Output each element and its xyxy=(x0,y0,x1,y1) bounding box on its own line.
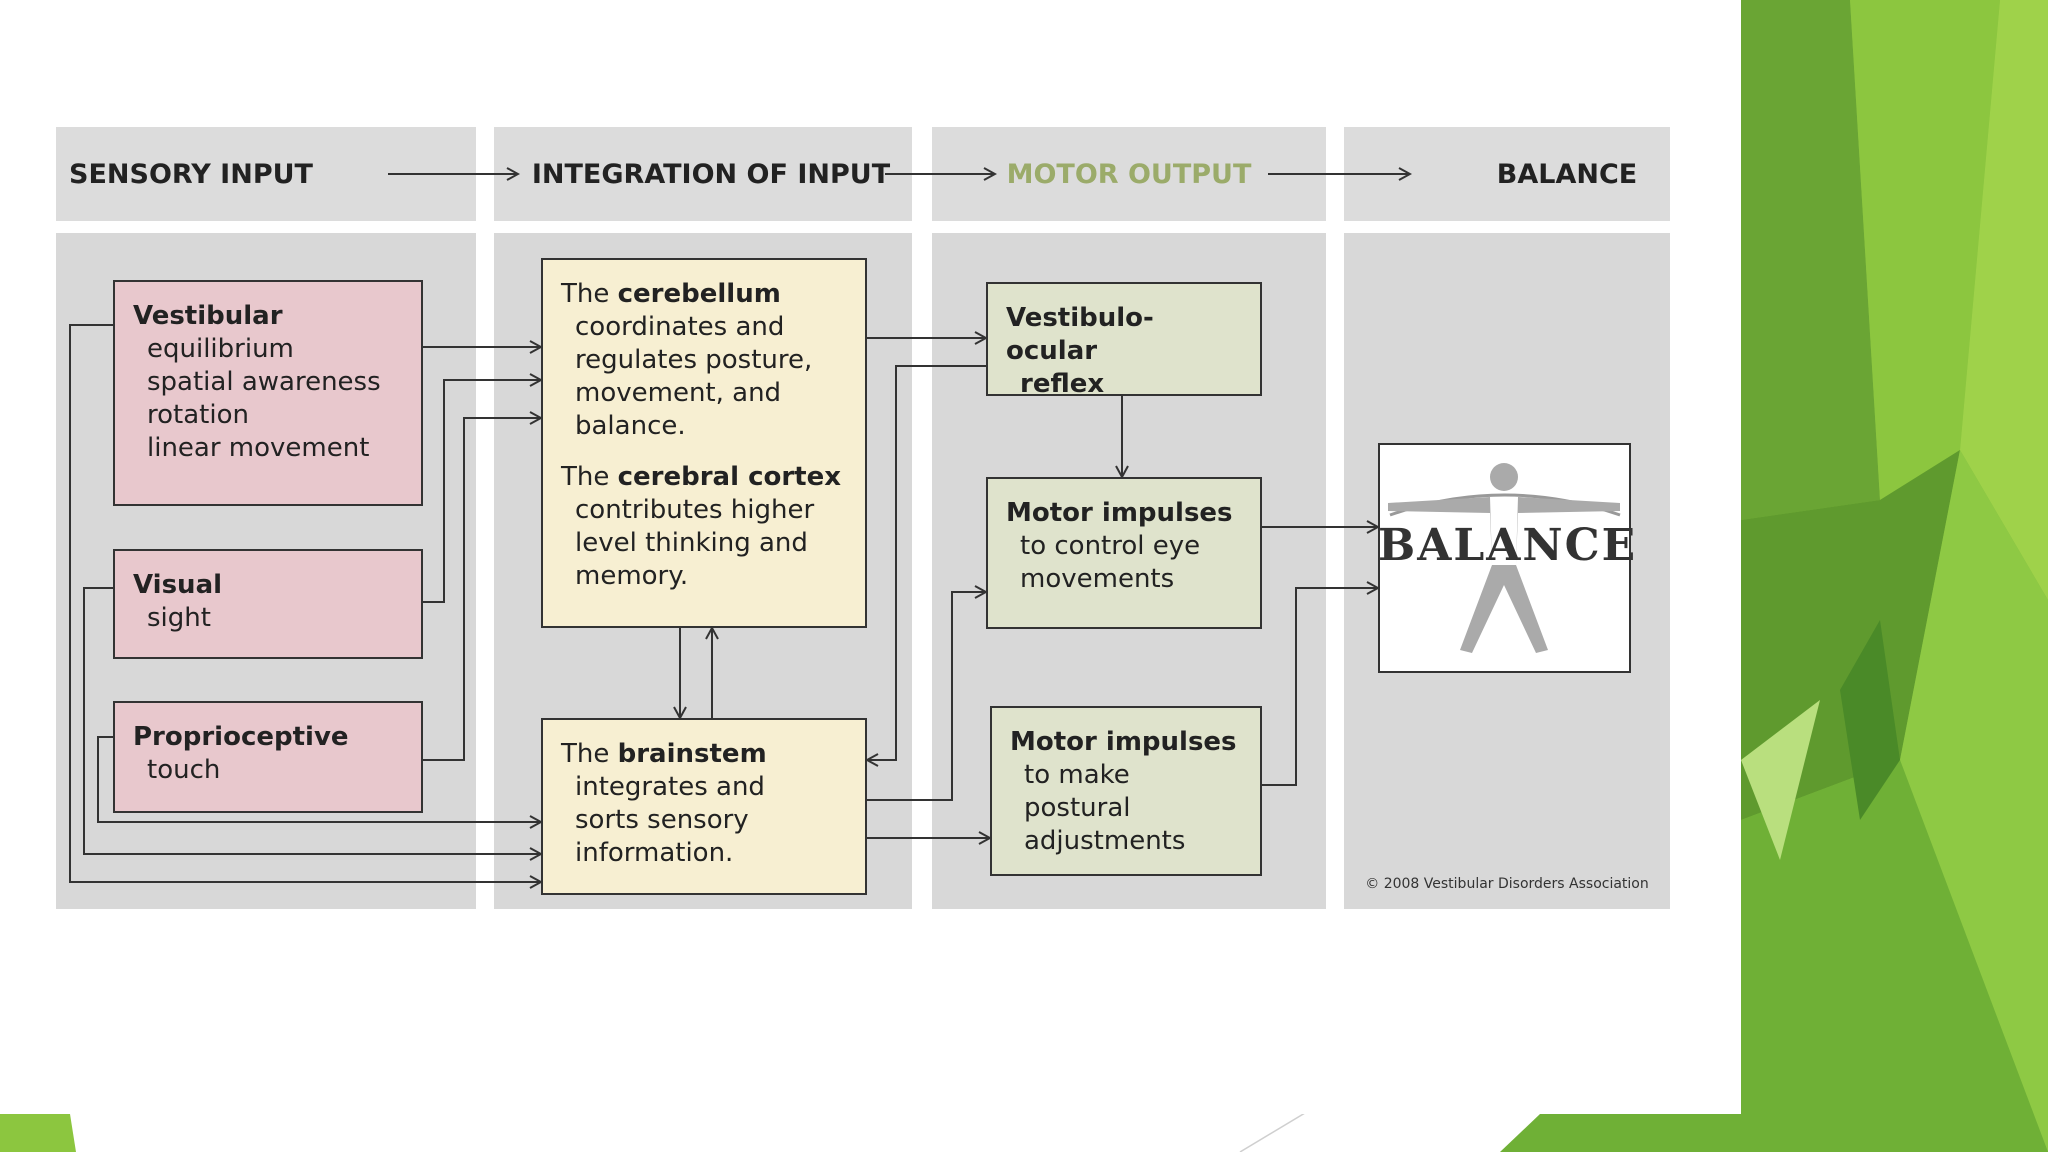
human-figure-icon xyxy=(1388,463,1621,653)
motor-postural-item: to make xyxy=(1024,760,1130,790)
brainstem-line: integrates and xyxy=(575,772,765,802)
vestibular-item: spatial awareness xyxy=(147,367,381,397)
cortex-line: contributes higher xyxy=(575,495,815,525)
cortex-line: memory. xyxy=(575,561,689,591)
motor-postural-title: Motor impulses xyxy=(1010,727,1237,757)
cortex-pre: The xyxy=(561,462,618,492)
header-balance: BALANCE xyxy=(1344,127,1670,221)
brainstem-pre: The xyxy=(561,739,618,769)
header-integration-label: INTEGRATION OF INPUT xyxy=(531,158,891,190)
proprioceptive-item: touch xyxy=(147,755,221,785)
header-sensory-input: SENSORY INPUT xyxy=(56,127,476,221)
copyright-notice: © 2008 Vestibular Disorders Association xyxy=(1365,876,1649,892)
vestibulo-ocular-box: Vestibulo-ocular reflex xyxy=(986,282,1262,399)
cortex-term: cerebral cortex xyxy=(617,462,841,492)
cortex-line: level thinking and xyxy=(575,528,808,558)
vestibular-title: Vestibular xyxy=(133,301,283,331)
balance-image xyxy=(1378,443,1631,673)
cerebellum-line: movement, and xyxy=(575,378,782,408)
header-motor-label: MOTOR OUTPUT xyxy=(1006,158,1252,190)
cerebellum-term: cerebellum xyxy=(617,279,781,309)
cerebellum-pre: The xyxy=(561,279,618,309)
motor-eye-item: to control eye xyxy=(1020,531,1201,561)
vor-item: reflex xyxy=(1020,369,1105,399)
cerebellum-cortex-box: The cerebellum coordinates and regulates… xyxy=(541,258,867,628)
slide: SENSORY INPUT INTEGRATION OF INPUT MOTOR… xyxy=(56,127,1670,909)
visual-title: Visual xyxy=(133,570,223,600)
cerebellum-line: coordinates and xyxy=(575,312,785,342)
header-balance-label: BALANCE xyxy=(1496,158,1638,190)
motor-postural-box: Motor impulses to make postural adjustme… xyxy=(990,706,1262,876)
header-integration-of-input: INTEGRATION OF INPUT xyxy=(494,127,912,221)
proprioceptive-box: Proprioceptive touch xyxy=(113,701,423,813)
balance-image-text: BALANCE xyxy=(1378,520,1638,571)
brainstem-box: The brainstem integrates and sorts senso… xyxy=(541,718,867,895)
cerebellum-line: regulates posture, xyxy=(575,345,813,375)
header-motor-output: MOTOR OUTPUT xyxy=(932,127,1326,221)
brainstem-line: sorts sensory xyxy=(575,805,749,835)
vestibular-item: linear movement xyxy=(147,433,370,463)
motor-eye-title: Motor impulses xyxy=(1006,498,1233,528)
proprioceptive-title: Proprioceptive xyxy=(133,722,349,752)
visual-box: Visual sight xyxy=(113,549,423,659)
cortex-paragraph: The cerebral cortex contributes higher l… xyxy=(561,461,847,593)
vestibular-item: rotation xyxy=(147,400,249,430)
cerebellum-paragraph: The cerebellum coordinates and regulates… xyxy=(561,278,847,443)
motor-eye-item: movements xyxy=(1020,564,1175,594)
brainstem-term: brainstem xyxy=(617,739,767,769)
brainstem-line: information. xyxy=(575,838,734,868)
vestibular-item: equilibrium xyxy=(147,334,294,364)
visual-item: sight xyxy=(147,603,211,633)
motor-postural-item: postural xyxy=(1024,793,1131,823)
vor-title: Vestibulo-ocular xyxy=(1006,303,1154,366)
header-sensory-label: SENSORY INPUT xyxy=(69,158,313,190)
cerebellum-line: balance. xyxy=(575,411,686,441)
motor-eye-box: Motor impulses to control eye movements xyxy=(986,477,1262,629)
vestibular-box: Vestibular equilibrium spatial awareness… xyxy=(113,280,423,506)
motor-postural-item: adjustments xyxy=(1024,826,1186,856)
